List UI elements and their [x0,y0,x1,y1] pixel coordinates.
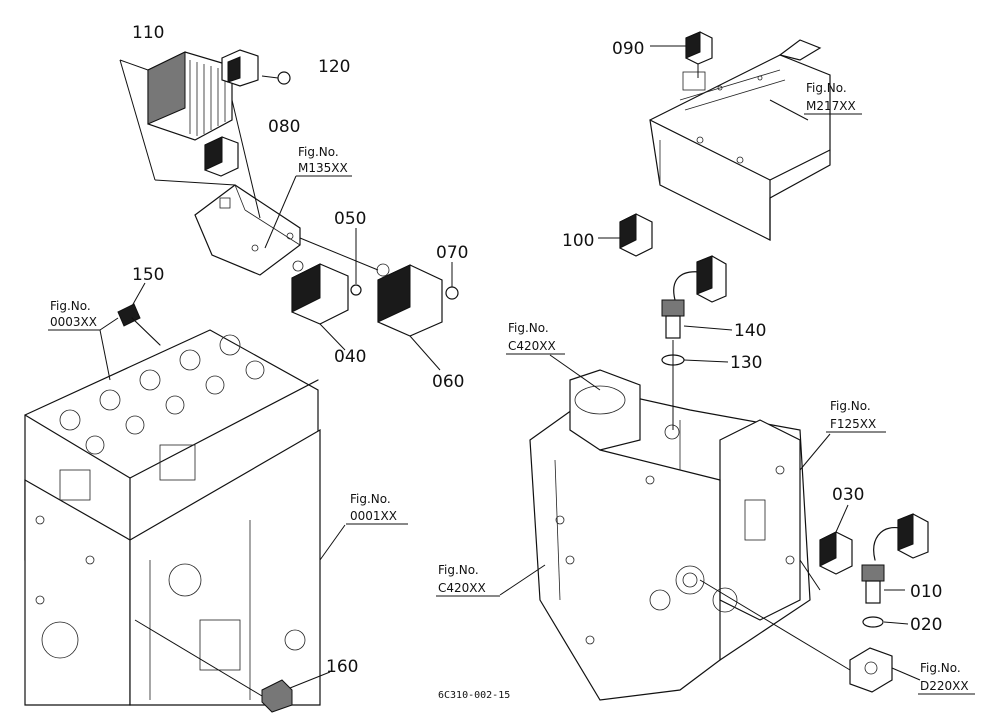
mounting-bracket [119,59,301,276]
screw-050 [350,228,362,296]
figref-0003: Fig.No. 0003XX [48,299,100,331]
relay-060 [299,237,443,371]
svg-text:Fig.No.: Fig.No. [50,299,91,313]
transmission-case [499,255,929,701]
callout-020: 020 [910,615,942,635]
figref-m135: Fig.No. M135XX [264,145,352,249]
svg-text:M217XX: M217XX [806,99,856,113]
svg-text:F125XX: F125XX [830,417,876,431]
callout-040: 040 [334,347,366,367]
regulator-assembly [147,49,291,141]
svg-text:C420XX: C420XX [438,581,486,595]
callout-160: 160 [326,657,358,677]
support-frame [598,31,831,257]
svg-text:Fig.No.: Fig.No. [920,661,961,675]
svg-text:Fig.No.: Fig.No. [438,563,479,577]
callout-090: 090 [612,39,644,59]
svg-text:Fig.No.: Fig.No. [350,492,391,506]
svg-text:Fig.No.: Fig.No. [508,321,549,335]
figref-c420-top: Fig.No. C420XX [506,321,565,355]
callout-060: 060 [432,372,464,392]
callout-030: 030 [832,485,864,505]
callout-100: 100 [562,231,594,251]
svg-text:D220XX: D220XX [920,679,969,693]
screw-070 [445,262,459,300]
callout-120: 120 [318,57,350,77]
svg-text:0003XX: 0003XX [50,315,97,329]
drawing-number: 6C310-002-15 [438,690,510,701]
svg-text:Fig.No.: Fig.No. [806,81,847,95]
engine-block [24,282,346,713]
figref-d220: Fig.No. D220XX [918,661,975,695]
callout-070: 070 [436,243,468,263]
svg-text:M135XX: M135XX [298,161,348,175]
svg-text:0001XX: 0001XX [350,509,397,523]
svg-text:Fig.No.: Fig.No. [830,399,871,413]
callout-080: 080 [268,117,300,137]
figref-c420-bottom: Fig.No. C420XX [436,563,500,597]
callout-150: 150 [132,265,164,285]
callout-110: 110 [132,23,164,43]
callout-140: 140 [734,321,766,341]
figref-f125: Fig.No. F125XX [826,399,886,433]
svg-text:Fig.No.: Fig.No. [298,145,339,159]
figref-0001: Fig.No. 0001XX [346,492,408,525]
callout-050: 050 [334,209,366,229]
figref-m217: Fig.No. M217XX [804,81,862,115]
relay-040 [291,260,349,351]
callout-010: 010 [910,582,942,602]
callout-130: 130 [730,353,762,373]
relay-080 [204,136,239,177]
svg-text:C420XX: C420XX [508,339,556,353]
